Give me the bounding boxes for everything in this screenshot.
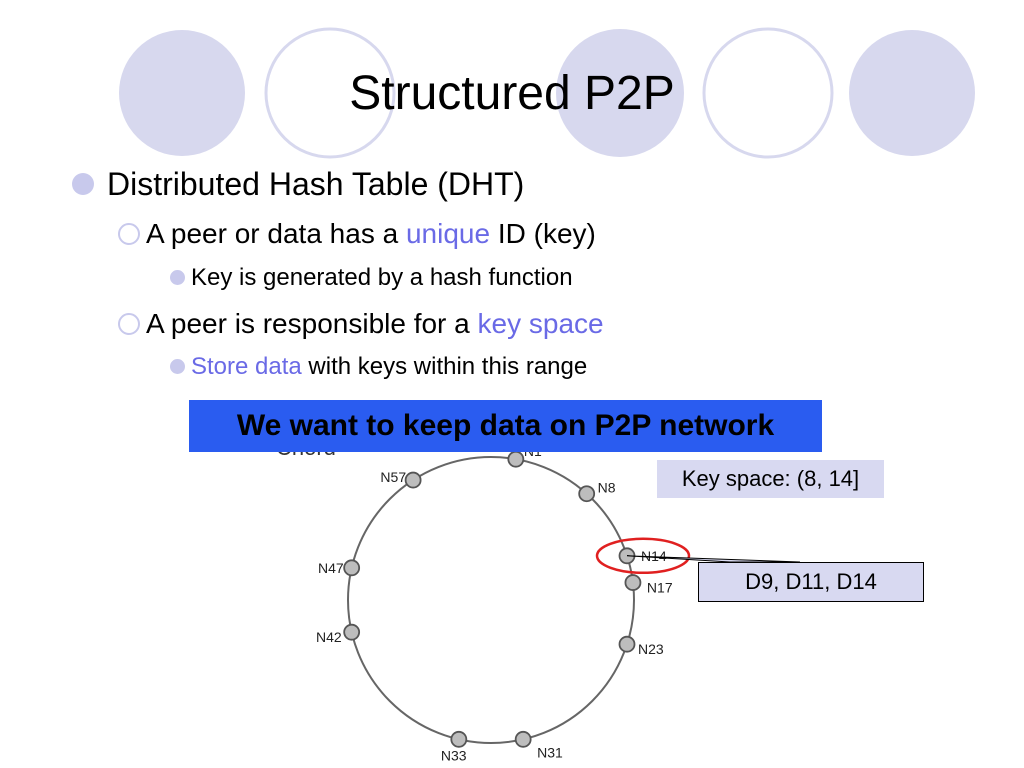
ring-node-label: N42 xyxy=(316,629,342,645)
ring-node xyxy=(578,485,596,503)
bullet-text: Key is generated by a hash function xyxy=(191,264,573,291)
deco-circle-2 xyxy=(264,27,396,159)
ring-node xyxy=(343,623,361,641)
ring-node-label: N17 xyxy=(647,580,673,596)
ring-node-label: N31 xyxy=(537,744,563,760)
bullet-ring-icon xyxy=(118,223,140,245)
data-box: D9, D11, D14 xyxy=(698,562,924,602)
deco-circle-1 xyxy=(119,30,245,156)
bullet-dot-icon xyxy=(170,270,185,285)
keyspace-box: Key space: (8, 14] xyxy=(657,460,884,498)
ring-node xyxy=(624,574,642,591)
chord-ring xyxy=(347,456,635,744)
ring-node xyxy=(514,730,532,748)
bullet-text: A peer or data has a xyxy=(146,218,406,249)
ring-node xyxy=(404,471,422,489)
bullet-item: Store data with keys within this range xyxy=(170,352,588,382)
deco-circle-3 xyxy=(556,29,684,157)
callout-banner: We want to keep data on P2P network xyxy=(189,400,822,452)
bullet-item: A peer or data has a unique ID (key) xyxy=(118,217,596,251)
bullet-item: Key is generated by a hash function xyxy=(170,263,573,293)
bullet-text: A peer is responsible for a xyxy=(146,308,478,339)
ring-node-label: N8 xyxy=(598,480,616,496)
ring-node-label: N23 xyxy=(638,641,664,657)
ring-node-label: N47 xyxy=(318,560,344,576)
ring-node xyxy=(618,635,636,653)
bullet-text: with keys within this range xyxy=(301,353,588,380)
bullet-item: A peer is responsible for a key space xyxy=(118,307,604,341)
ring-node-label: N57 xyxy=(380,469,406,485)
decorative-circles xyxy=(119,27,975,159)
ring-node-label: N14 xyxy=(641,548,667,564)
highlight-ellipse xyxy=(595,537,691,575)
bullet-highlight-text: unique xyxy=(405,218,491,249)
bullet-highlight-text: Store data xyxy=(191,353,302,380)
slide-title: Structured P2P xyxy=(349,67,675,120)
ring-node-label: N33 xyxy=(441,747,467,763)
bullet-text: ID (key) xyxy=(490,218,596,249)
ring-node xyxy=(343,559,361,577)
ring-node xyxy=(507,450,525,468)
bullet-text: Distributed Hash Table (DHT) xyxy=(107,166,525,202)
bullet-dot-icon xyxy=(170,359,185,374)
bullet-highlight-text: key space xyxy=(477,308,604,339)
ring-node xyxy=(450,730,468,748)
deco-circle-5 xyxy=(849,30,975,156)
deco-circle-4 xyxy=(702,27,834,159)
bullet-item: Distributed Hash Table (DHT) xyxy=(72,164,525,204)
bullet-disc-icon xyxy=(72,173,94,195)
bullet-ring-icon xyxy=(118,313,140,335)
